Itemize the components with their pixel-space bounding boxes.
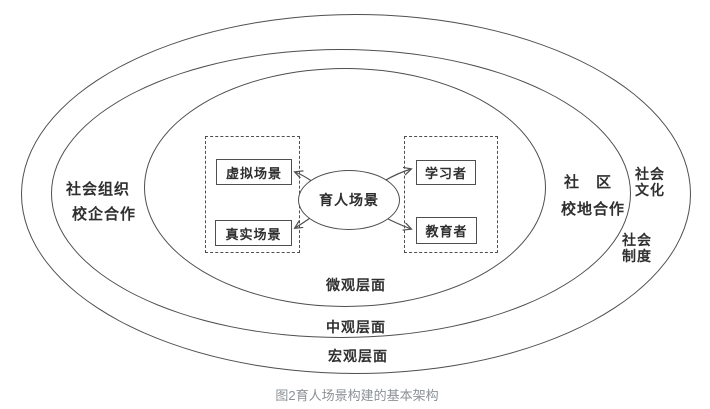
node-educator: 教育者 bbox=[416, 217, 477, 244]
meso-layer-ellipse bbox=[51, 49, 631, 338]
label-social-system: 社会制度 bbox=[622, 232, 652, 264]
label-social-organization: 社会组织 bbox=[66, 181, 131, 198]
ring-label-macro: 宏观层面 bbox=[328, 348, 388, 364]
node-virtual-scene: 虚拟场景 bbox=[216, 159, 292, 185]
label-school-local-cooperation: 校地合作 bbox=[561, 201, 626, 218]
label-social-culture: 社会文化 bbox=[635, 166, 665, 198]
node-educator-label: 教育者 bbox=[425, 224, 468, 239]
center-node-label: 育人场景 bbox=[319, 192, 379, 208]
center-node-educational-scene: 育人场景 bbox=[298, 170, 400, 230]
node-real-scene: 真实场景 bbox=[215, 220, 292, 246]
node-real-scene-label: 真实场景 bbox=[225, 226, 282, 242]
ring-label-micro: 微观层面 bbox=[326, 277, 386, 293]
micro-layer-ellipse bbox=[144, 68, 546, 307]
people-group-box bbox=[404, 136, 498, 253]
node-learner: 学习者 bbox=[416, 160, 476, 185]
label-community: 社 区 bbox=[564, 174, 613, 191]
ring-label-meso: 中观层面 bbox=[326, 319, 386, 335]
macro-layer-ellipse bbox=[21, 14, 691, 374]
node-virtual-scene-label: 虚拟场景 bbox=[225, 165, 282, 181]
figure-caption: 图2育人场景构建的基本架构 bbox=[275, 388, 439, 403]
node-learner-label: 学习者 bbox=[424, 166, 467, 181]
label-school-enterprise-cooperation: 校企合作 bbox=[72, 206, 137, 223]
